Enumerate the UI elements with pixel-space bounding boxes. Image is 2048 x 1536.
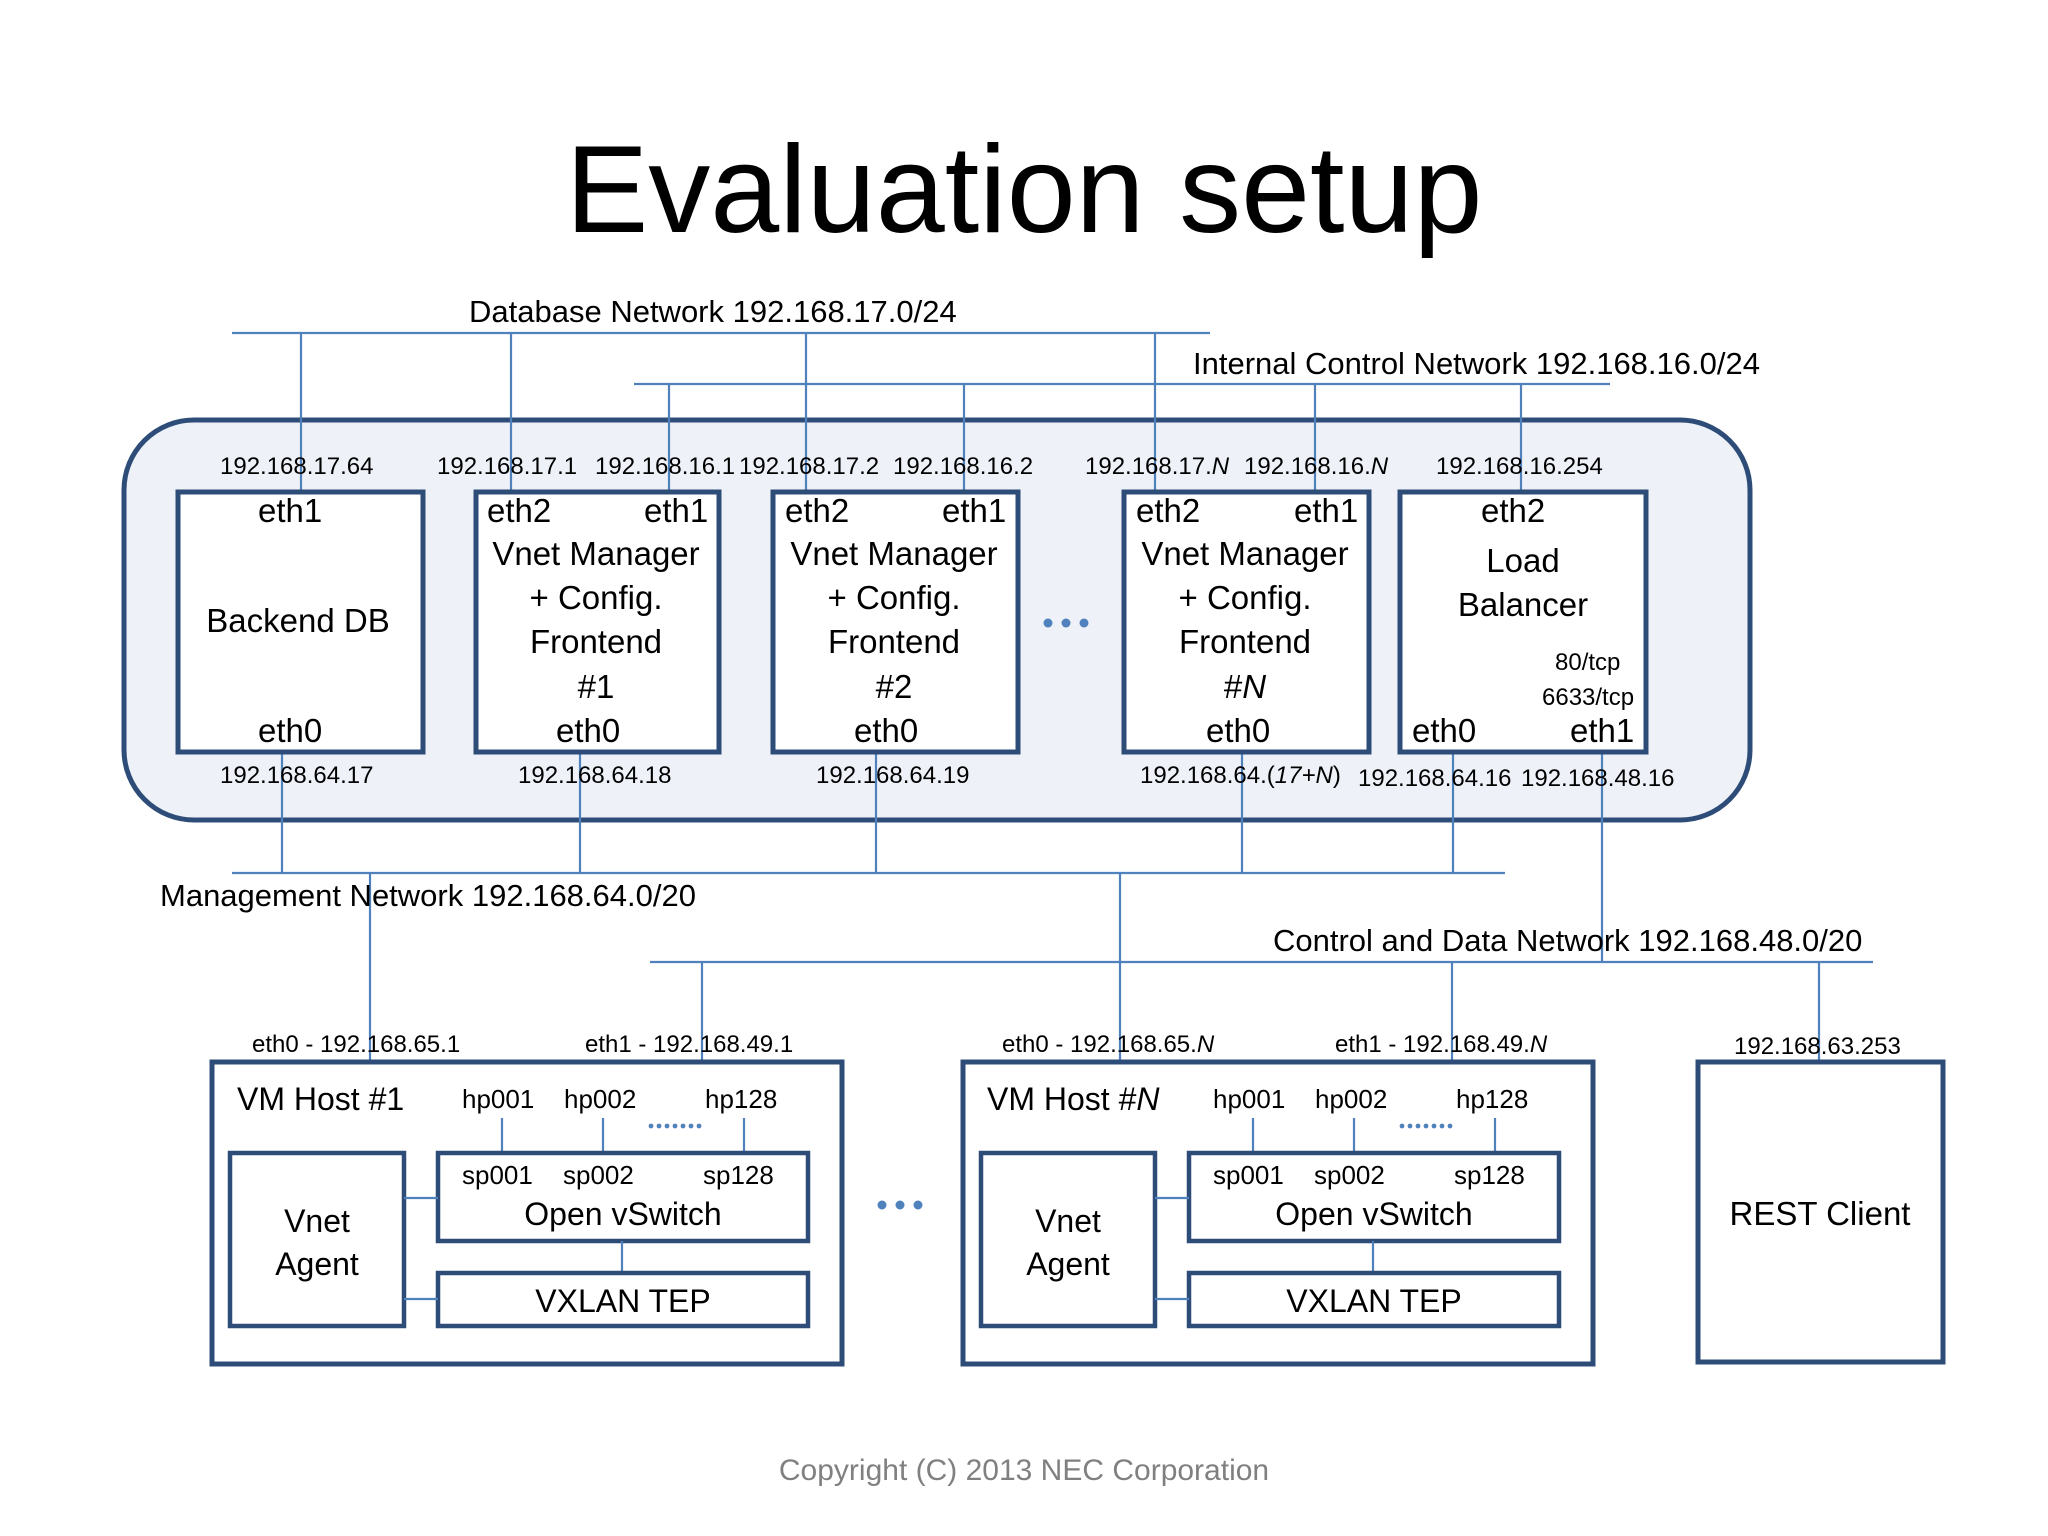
hostN-vxlan-box (1186, 1270, 1562, 1329)
hostN-vxlan: VXLAN TEP (1286, 1283, 1461, 1319)
backend-db-eth1: eth1 (258, 492, 322, 529)
host1-hp2: hp002 (564, 1084, 636, 1114)
vnetN-eth0: eth0 (1206, 712, 1270, 749)
host1-vxlan-box (435, 1270, 811, 1329)
vnetN-ip-eth1: 192.168.16.N (1244, 453, 1389, 480)
host1-ovs: Open vSwitch (524, 1196, 721, 1232)
lb-ip-eth1: 192.168.48.16 (1521, 765, 1674, 792)
lb-eth0: eth0 (1412, 712, 1476, 749)
ellipsis-nodes (1043, 618, 1089, 628)
vnet2-line2: + Config. (828, 579, 961, 616)
host1-agent-box (227, 1150, 407, 1329)
vnet2-line3: Frontend (828, 623, 960, 660)
lb-ip-eth2: 192.168.16.254 (1436, 453, 1603, 480)
vnet-manager-2-node: 192.168.17.2 192.168.16.2 eth2 eth1 Vnet… (739, 453, 1033, 789)
hostN-agent-box (978, 1150, 1158, 1329)
vnetN-eth2: eth2 (1136, 492, 1200, 529)
hostN-sp1: sp001 (1213, 1160, 1284, 1190)
rest-client-label: REST Client (1730, 1195, 1911, 1232)
vnet1-eth0: eth0 (556, 712, 620, 749)
vnet1-ip-eth2: 192.168.17.1 (437, 453, 577, 480)
lb-line1: Load (1486, 542, 1559, 579)
backend-db-ip-top: 192.168.17.64 (220, 453, 373, 480)
vnetN-ip-bottom: 192.168.64.(17+N) (1140, 762, 1341, 789)
vnet1-line3: Frontend (530, 623, 662, 660)
hostN-hp3: hp128 (1456, 1084, 1528, 1114)
vnet2-eth0: eth0 (854, 712, 918, 749)
vnet1-eth1: eth1 (644, 492, 708, 529)
vnet1-ip-eth1: 192.168.16.1 (595, 453, 735, 480)
vnet2-eth2: eth2 (785, 492, 849, 529)
backend-db-node: 192.168.17.64 eth1 Backend DB eth0 192.1… (175, 453, 426, 789)
lb-ip-eth0: 192.168.64.16 (1358, 765, 1511, 792)
hostN-agent-line2: Agent (1026, 1246, 1110, 1282)
management-network-label: Management Network 192.168.64.0/20 (160, 878, 696, 913)
copyright-footer: Copyright (C) 2013 NEC Corporation (779, 1454, 1269, 1487)
host1-eth1-label: eth1 - 192.168.49.1 (585, 1031, 793, 1058)
vm-host-1: eth0 - 192.168.65.1 eth1 - 192.168.49.1 … (209, 1031, 845, 1367)
vnet-manager-1-node: 192.168.17.1 192.168.16.1 eth2 eth1 Vnet… (437, 453, 735, 789)
backend-db-label: Backend DB (206, 602, 389, 639)
host1-sp1: sp001 (462, 1160, 533, 1190)
hostN-ovs: Open vSwitch (1275, 1196, 1472, 1232)
page-title: Evaluation setup (566, 121, 1483, 259)
hostN-eth0-label: eth0 - 192.168.65.N (1002, 1031, 1215, 1058)
hostN-port-ellipsis (1399, 1123, 1453, 1129)
hostN-agent-line1: Vnet (1035, 1203, 1101, 1239)
vnet1-ip-bottom: 192.168.64.18 (518, 762, 671, 789)
network-lines (232, 331, 1873, 1062)
host1-agent-line1: Vnet (284, 1203, 350, 1239)
vnet1-line4: #1 (578, 668, 615, 705)
lb-port2: 6633/tcp (1542, 684, 1634, 711)
host1-sp3: sp128 (703, 1160, 774, 1190)
vnetN-eth1: eth1 (1294, 492, 1358, 529)
ellipsis-hosts (877, 1200, 923, 1210)
host1-hp1: hp001 (462, 1084, 534, 1114)
lb-line2: Balancer (1458, 586, 1588, 623)
internal-control-network-label: Internal Control Network 192.168.16.0/24 (1193, 346, 1760, 381)
rest-client-ip: 192.168.63.253 (1734, 1033, 1901, 1060)
vnetN-line2: + Config. (1179, 579, 1312, 616)
vnet1-line1: Vnet Manager (492, 535, 699, 572)
vnet1-eth2: eth2 (487, 492, 551, 529)
host1-name: VM Host #1 (237, 1081, 404, 1117)
load-balancer-node: 192.168.16.254 eth2 Load Balancer 80/tcp… (1358, 453, 1674, 792)
vnetN-line4: #N (1224, 668, 1266, 705)
vnetN-line3: Frontend (1179, 623, 1311, 660)
vnet1-line2: + Config. (530, 579, 663, 616)
vnet2-eth1: eth1 (942, 492, 1006, 529)
host1-sp2: sp002 (563, 1160, 634, 1190)
lb-eth2: eth2 (1481, 492, 1545, 529)
host1-agent-line2: Agent (275, 1246, 359, 1282)
vnet2-line4: #2 (876, 668, 913, 705)
host1-ovs-box (435, 1150, 811, 1244)
vm-host-n: eth0 - 192.168.65.N eth1 - 192.168.49.N … (960, 1031, 1596, 1367)
backend-db-eth0: eth0 (258, 712, 322, 749)
lb-port1: 80/tcp (1555, 649, 1620, 676)
host1-port-ellipsis (648, 1123, 702, 1129)
hostN-eth1-label: eth1 - 192.168.49.N (1335, 1031, 1548, 1058)
database-network-label: Database Network 192.168.17.0/24 (469, 294, 957, 329)
vnet2-ip-eth1: 192.168.16.2 (893, 453, 1033, 480)
control-data-network-label: Control and Data Network 192.168.48.0/20 (1273, 923, 1862, 958)
backend-db-ip-bottom: 192.168.64.17 (220, 762, 373, 789)
hostN-sp2: sp002 (1314, 1160, 1385, 1190)
hostN-hp1: hp001 (1213, 1084, 1285, 1114)
vnet2-ip-eth2: 192.168.17.2 (739, 453, 879, 480)
vnet2-line1: Vnet Manager (790, 535, 997, 572)
host1-eth0-label: eth0 - 192.168.65.1 (252, 1031, 460, 1058)
vnetN-line1: Vnet Manager (1141, 535, 1348, 572)
vnet2-ip-bottom: 192.168.64.19 (816, 762, 969, 789)
rest-client-node: 192.168.63.253 REST Client (1695, 1033, 1946, 1365)
host1-vxlan: VXLAN TEP (535, 1283, 710, 1319)
host1-hp3: hp128 (705, 1084, 777, 1114)
lb-eth1: eth1 (1570, 712, 1634, 749)
hostN-sp3: sp128 (1454, 1160, 1525, 1190)
vnetN-ip-eth2: 192.168.17.N (1085, 453, 1230, 480)
vnet-manager-n-node: 192.168.17.N 192.168.16.N eth2 eth1 Vnet… (1085, 453, 1389, 789)
hostN-hp2: hp002 (1315, 1084, 1387, 1114)
hostN-name: VM Host #N (987, 1081, 1160, 1117)
